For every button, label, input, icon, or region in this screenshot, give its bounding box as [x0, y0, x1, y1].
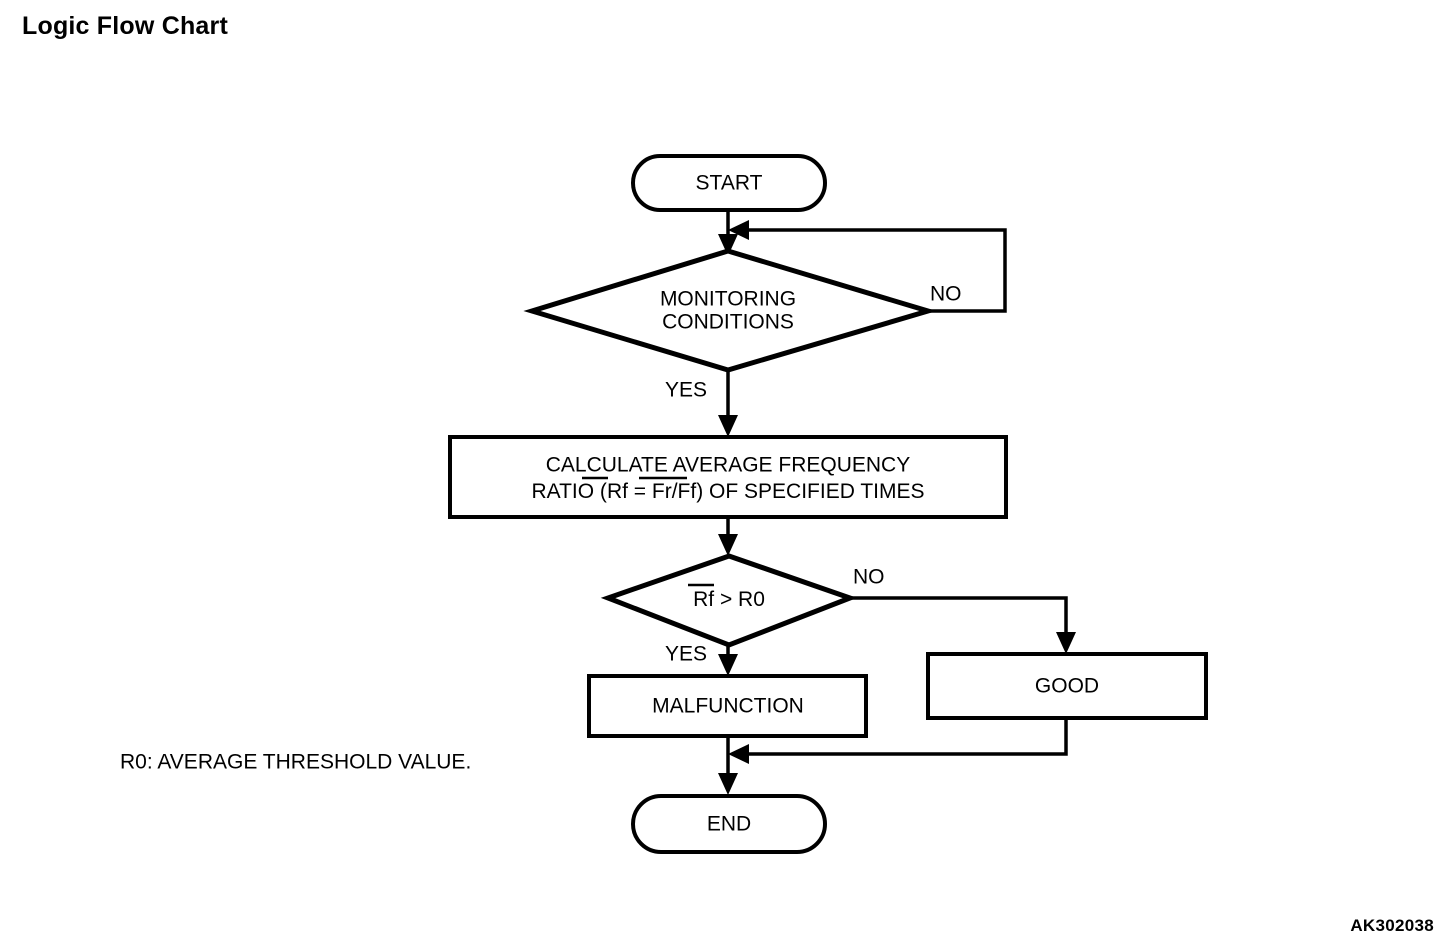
node-good[interactable]: GOOD: [926, 652, 1208, 720]
edge-monitoring-yes-to-calculate: YES: [665, 370, 738, 437]
edge-calculate-to-compare: [718, 517, 738, 556]
arrowhead-down-icon: [718, 234, 738, 256]
compare-diamond-shape: [600, 553, 858, 648]
calc-frff-symbol: Fr/Ff: [652, 480, 696, 503]
calc-ratio-prefix: RATIO (: [531, 480, 606, 503]
compare-rf-symbol: Rf: [693, 588, 714, 611]
edge-label-monitoring-no: NO: [930, 283, 962, 306]
arrowhead-left-icon: [728, 744, 749, 764]
edge-monitoring-no-loop: NO: [728, 220, 1007, 313]
edge-line: [850, 596, 1068, 641]
compare-rest: > R0: [714, 588, 765, 611]
malfunction-box-shape: [587, 674, 868, 738]
node-malfunction[interactable]: MALFUNCTION: [587, 674, 868, 738]
edge-line: [745, 718, 1068, 756]
threshold-note: R0: AVERAGE THRESHOLD VALUE.: [120, 751, 471, 774]
node-calculate-label-line2: RATIO (Rf = Fr/Ff) OF SPECIFIED TIMES: [531, 480, 924, 503]
node-monitoring-label-line1: MONITORING: [660, 288, 796, 311]
node-calculate-average-frequency[interactable]: CALCULATE AVERAGE FREQUENCY RATIO (Rf = …: [448, 435, 1008, 519]
edge-compare-no-to-good: NO: [850, 566, 1076, 654]
node-end-label: END: [707, 813, 751, 836]
calc-ratio-suffix: ) OF SPECIFIED TIMES: [696, 480, 924, 503]
node-compare-rf-r0[interactable]: Rf > R0: [600, 553, 858, 648]
arrowhead-down-icon: [718, 415, 738, 437]
node-calculate-label-line1: CALCULATE AVERAGE FREQUENCY: [546, 454, 910, 477]
good-box-shape: [926, 652, 1208, 720]
edge-start-to-monitoring: [718, 210, 738, 256]
edge-label-compare-yes: YES: [665, 643, 707, 666]
arrowhead-down-icon: [718, 534, 738, 556]
node-end[interactable]: END: [631, 794, 827, 854]
figure-code: AK302038: [1350, 916, 1434, 935]
node-good-label: GOOD: [1035, 675, 1099, 698]
edge-good-to-end: [728, 718, 1068, 764]
end-shape: [631, 794, 827, 854]
edge-label-monitoring-yes: YES: [665, 379, 707, 402]
node-start[interactable]: START: [631, 154, 827, 212]
monitoring-diamond-shape: [523, 248, 937, 373]
calculate-box-shape: [448, 435, 1008, 519]
node-malfunction-label: MALFUNCTION: [652, 695, 804, 718]
edge-line: [745, 228, 1007, 313]
node-monitoring-conditions[interactable]: MONITORING CONDITIONS: [523, 248, 937, 373]
arrowhead-down-icon: [1056, 632, 1076, 654]
node-compare-label: Rf > R0: [693, 588, 765, 611]
node-monitoring-label-line2: CONDITIONS: [662, 311, 794, 334]
edge-malfunction-to-end: [718, 736, 738, 795]
start-shape: [631, 154, 827, 212]
node-start-label: START: [696, 172, 763, 195]
arrowhead-down-icon: [718, 773, 738, 795]
page-title: Logic Flow Chart: [22, 12, 228, 40]
edge-label-compare-no: NO: [853, 566, 885, 589]
calc-equals: =: [628, 480, 652, 503]
arrowhead-down-icon: [718, 654, 738, 676]
calc-rf-symbol: Rf: [607, 480, 628, 503]
arrowhead-left-icon: [728, 220, 749, 240]
edge-compare-yes-to-malfunction: YES: [665, 643, 738, 676]
